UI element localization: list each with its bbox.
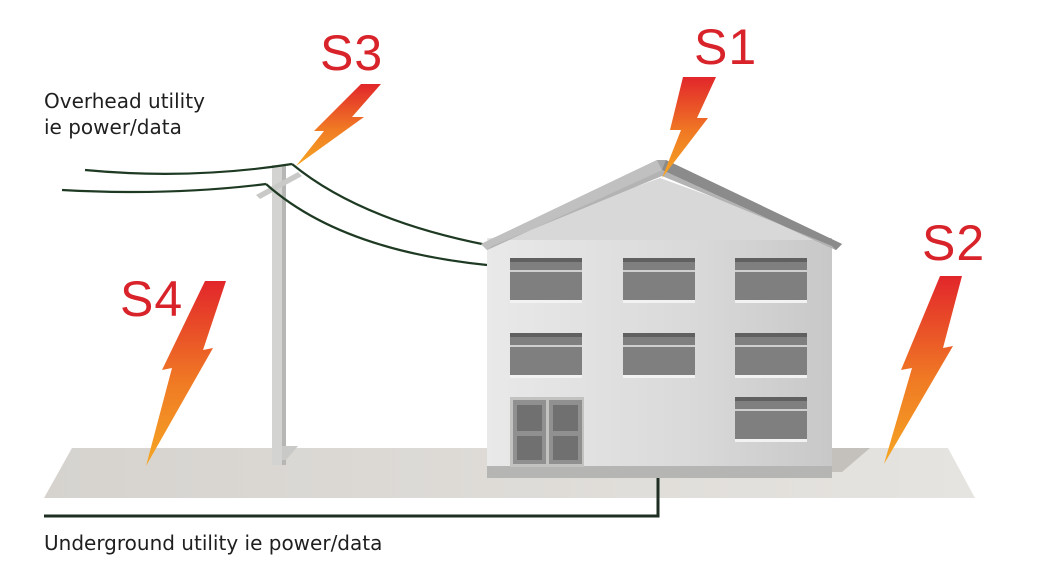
window <box>735 333 807 378</box>
strike-label-s1: S1 <box>694 19 758 75</box>
lightning-bolt-s3-icon <box>296 84 381 166</box>
window <box>735 258 807 303</box>
window <box>623 258 695 303</box>
building-shadow <box>830 448 870 472</box>
overhead-cables <box>61 162 488 267</box>
window <box>735 397 807 442</box>
underground-utility-label: Underground utility ie power/data <box>44 531 383 555</box>
lightning-bolt-s2-icon <box>884 276 962 464</box>
windows <box>510 258 807 442</box>
overhead-utility-label-line1: Overhead utility <box>44 89 205 113</box>
window <box>623 333 695 378</box>
overhead-utility-label-line2: ie power/data <box>44 115 182 139</box>
strike-label-s4: S4 <box>120 271 184 327</box>
utility-pole <box>256 165 302 465</box>
strike-label-s3: S3 <box>320 25 384 81</box>
overhead-utility-label: Overhead utility ie power/data <box>44 88 205 140</box>
window <box>510 258 582 303</box>
strike-label-s2: S2 <box>922 215 986 271</box>
lightning-bolt-s1-icon <box>662 77 716 178</box>
door <box>510 397 584 467</box>
lightning-bolt-s4-icon <box>146 281 226 466</box>
underground-cable <box>44 478 660 518</box>
window <box>510 333 582 378</box>
